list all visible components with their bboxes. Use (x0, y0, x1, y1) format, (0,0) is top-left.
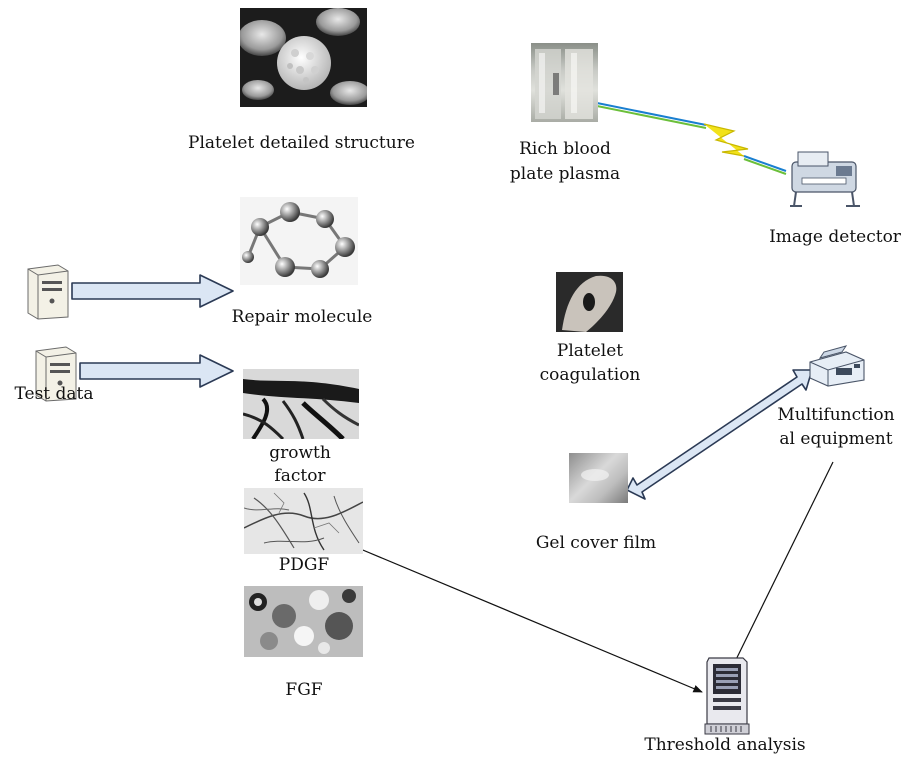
fgf-label: FGF (285, 680, 323, 700)
growth-factor-label-line2: factor (274, 466, 326, 486)
plasma-image (531, 43, 598, 122)
growth-factor-label-line1: growth (269, 443, 331, 463)
gel-cover-film-label: Gel cover film (535, 533, 657, 553)
pdgf-image (244, 488, 363, 554)
image-detector-label: Image detector (769, 227, 901, 247)
platelet-structure-label: Platelet detailed structure (188, 133, 415, 153)
lightning-bolt-icon (596, 102, 787, 175)
block-arrow-to-repair-molecule (71, 274, 234, 308)
multifunction-printer-icon (806, 344, 868, 388)
fgf-image (244, 586, 363, 657)
server-rack-icon (703, 654, 751, 736)
computer-tower-icon (22, 261, 72, 320)
repair-molecule-label: Repair molecule (231, 307, 373, 327)
link-multifunction-to-threshold (725, 461, 834, 681)
test-data-label: Test data (14, 384, 94, 404)
link-pdgf-to-threshold (357, 547, 703, 693)
plasma-label-line1: Rich blood (519, 139, 611, 159)
platelet-coagulation-image (556, 272, 623, 332)
plasma-label-line2: plate plasma (509, 164, 621, 184)
growth-factor-image (243, 369, 359, 439)
printer-icon (784, 148, 868, 212)
block-arrow-to-growth-factor (79, 354, 234, 388)
repair-molecule-image (240, 197, 358, 285)
threshold-analysis-label: Threshold analysis (644, 735, 806, 755)
computer-tower-icon (30, 343, 80, 402)
platelet-coagulation-label-line1: Platelet (556, 341, 624, 361)
platelet-coagulation-label-line2: coagulation (539, 365, 641, 385)
gel-cover-film-image (569, 453, 628, 503)
multifunction-label-line2: al equipment (779, 429, 893, 449)
multifunction-label-line1: Multifunction (777, 405, 895, 425)
pdgf-label: PDGF (278, 555, 330, 575)
platelet-structure-image (240, 8, 367, 107)
